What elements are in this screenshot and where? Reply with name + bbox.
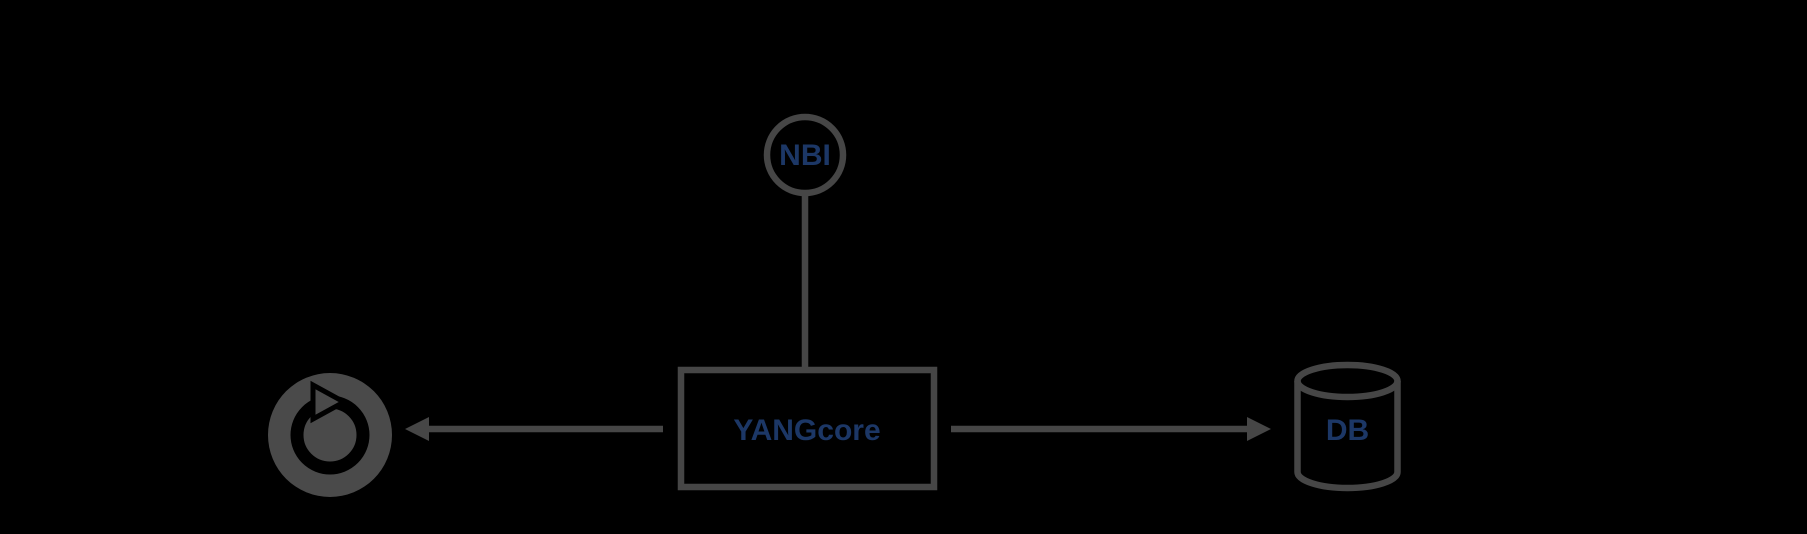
db-node <box>1294 361 1401 492</box>
db-cylinder-body <box>1294 381 1401 492</box>
db-cylinder-top <box>1294 361 1401 401</box>
yangcore-node <box>677 366 938 491</box>
right-arrowhead-icon <box>1247 417 1271 441</box>
yangcore-label: YANGcore <box>733 414 880 447</box>
restart-icon <box>268 373 392 497</box>
restart-icon-disc <box>268 373 392 497</box>
db-label: DB <box>1326 414 1369 447</box>
nbi-node <box>763 113 847 197</box>
left-arrowhead-icon <box>405 417 429 441</box>
nbi-label: NBI <box>779 139 831 172</box>
restart-icon-arrowhead <box>310 380 350 424</box>
